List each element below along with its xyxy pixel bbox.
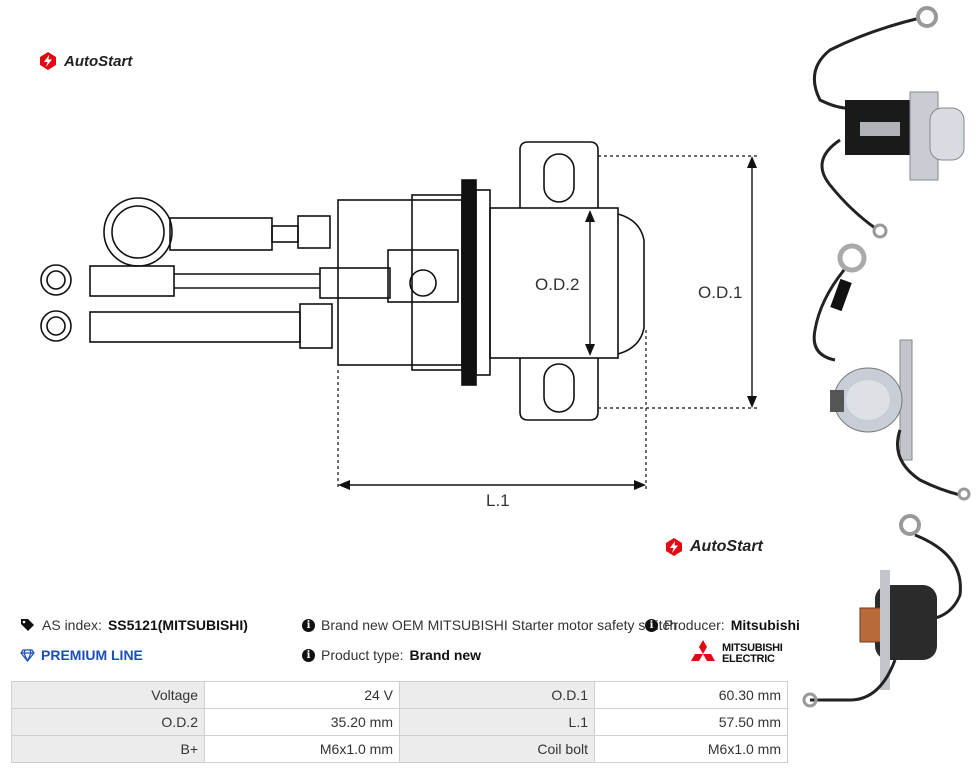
spec-label: Coil bolt xyxy=(399,735,595,763)
as-index: AS index: SS5121(MITSUBISHI) xyxy=(20,617,248,633)
specs-table: Voltage 24 V O.D.1 60.30 mm O.D.2 35.20 … xyxy=(11,681,788,763)
spec-label: L.1 xyxy=(399,708,595,736)
description: i Brand new OEM MITSUBISHI Starter motor… xyxy=(302,617,677,633)
as-index-label: AS index: xyxy=(42,617,102,633)
spec-label: Voltage xyxy=(11,681,205,709)
premium-line: PREMIUM LINE xyxy=(20,647,143,663)
autostart-logo-icon xyxy=(40,52,56,70)
spec-label: B+ xyxy=(11,735,205,763)
info-icon: i xyxy=(645,618,658,632)
autostart-logo-icon xyxy=(666,538,682,556)
table-row: Voltage 24 V O.D.1 60.30 mm xyxy=(11,681,788,709)
producer-label: Producer: xyxy=(664,617,725,633)
table-row: B+ M6x1.0 mm Coil bolt M6x1.0 mm xyxy=(11,735,788,763)
od1-label: O.D.1 xyxy=(698,283,742,302)
product-photo-3[interactable] xyxy=(800,510,976,776)
spec-label: O.D.2 xyxy=(11,708,205,736)
info-icon: i xyxy=(302,648,315,662)
product-photo-1[interactable] xyxy=(800,0,976,240)
producer: i Producer: Mitsubishi xyxy=(645,617,800,633)
product-type: i Product type: Brand new xyxy=(302,647,481,663)
spec-value: 60.30 mm xyxy=(594,681,788,709)
spec-label: O.D.1 xyxy=(399,681,595,709)
producer-logo: MITSUBISHI ELECTRIC xyxy=(688,640,783,667)
diamond-icon xyxy=(20,648,35,662)
brand-logo-top: AutoStart xyxy=(38,51,132,71)
product-photo-2[interactable] xyxy=(800,240,976,510)
spec-value: M6x1.0 mm xyxy=(204,735,400,763)
product-type-label: Product type: xyxy=(321,647,404,663)
brand-name: AutoStart xyxy=(64,52,133,70)
spec-value: M6x1.0 mm xyxy=(594,735,788,763)
spec-value: 24 V xyxy=(204,681,400,709)
producer-logo-line1: MITSUBISHI xyxy=(722,641,783,654)
product-type-value: Brand new xyxy=(409,647,482,663)
mitsubishi-diamonds-icon xyxy=(691,640,715,661)
od2-label: O.D.2 xyxy=(535,275,579,294)
spec-value: 57.50 mm xyxy=(594,708,788,736)
technical-drawing: O.D.2 O.D.1 L.1 xyxy=(40,141,760,510)
description-text: Brand new OEM MITSUBISHI Starter motor s… xyxy=(321,617,678,633)
table-row: O.D.2 35.20 mm L.1 57.50 mm xyxy=(11,708,788,736)
brand-name: AutoStart xyxy=(690,538,763,555)
brand-logo-bottom: AutoStart xyxy=(664,537,763,557)
tags-icon xyxy=(21,619,34,631)
premium-line-label: PREMIUM LINE xyxy=(41,647,143,663)
l1-label: L.1 xyxy=(486,491,510,510)
info-icon: i xyxy=(302,618,315,632)
spec-value: 35.20 mm xyxy=(204,708,400,736)
as-index-value: SS5121(MITSUBISHI) xyxy=(107,617,248,633)
producer-logo-line2: ELECTRIC xyxy=(722,652,775,665)
producer-value: Mitsubishi xyxy=(730,617,800,633)
